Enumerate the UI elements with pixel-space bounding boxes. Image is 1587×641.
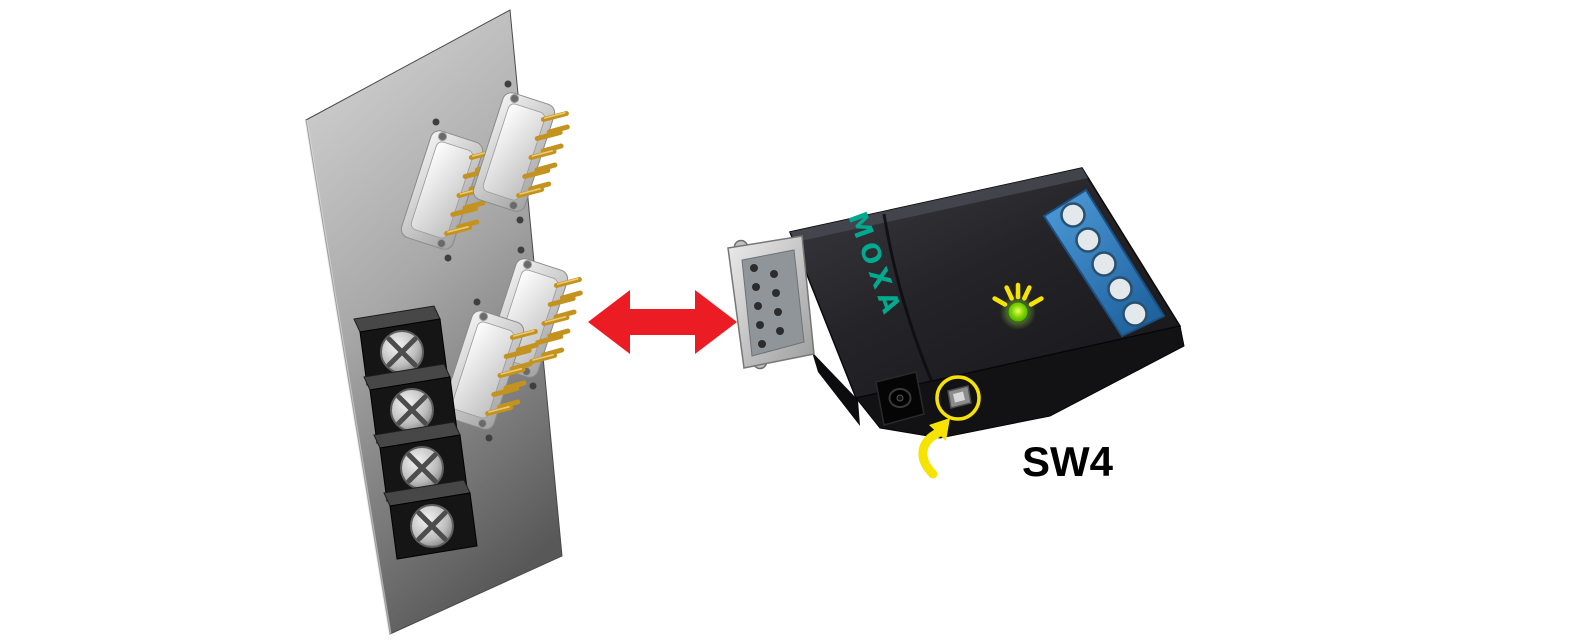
- db9-female-connector: [727, 235, 815, 370]
- power-jack: [875, 371, 925, 426]
- bidirectional-arrow-icon: [588, 290, 737, 354]
- sw4-highlight-circle: [935, 375, 981, 421]
- sw4-switch: [947, 385, 972, 409]
- sw4-label: SW4: [1022, 438, 1114, 485]
- power-led: [992, 282, 1044, 330]
- sw4-pointer-arrow-icon: [918, 418, 950, 479]
- device-case-seam: [882, 213, 934, 383]
- terminal-block: [384, 480, 477, 559]
- moxa-device: MOXA: [727, 167, 1185, 479]
- db9-female-face: [741, 249, 805, 357]
- device-top-edge-highlight: [790, 168, 1088, 242]
- led-core: [1007, 301, 1029, 323]
- panel-edge-highlight: [304, 119, 392, 635]
- terminal-strip: [1042, 188, 1166, 338]
- device-underside-left: [812, 352, 860, 426]
- led-glow-rays-icon: [992, 282, 1044, 307]
- sw4-switch-slider: [953, 391, 965, 403]
- sw4-pointer-arrow-tail: [918, 428, 943, 479]
- terminal-strip-holes: [1060, 202, 1148, 327]
- power-jack-pin: [896, 394, 904, 402]
- connector-panel: [304, 9, 580, 635]
- db9-female-pin-holes: [750, 264, 784, 348]
- sw4-pointer-arrow-head: [929, 418, 950, 441]
- device-front-face: [855, 325, 1185, 439]
